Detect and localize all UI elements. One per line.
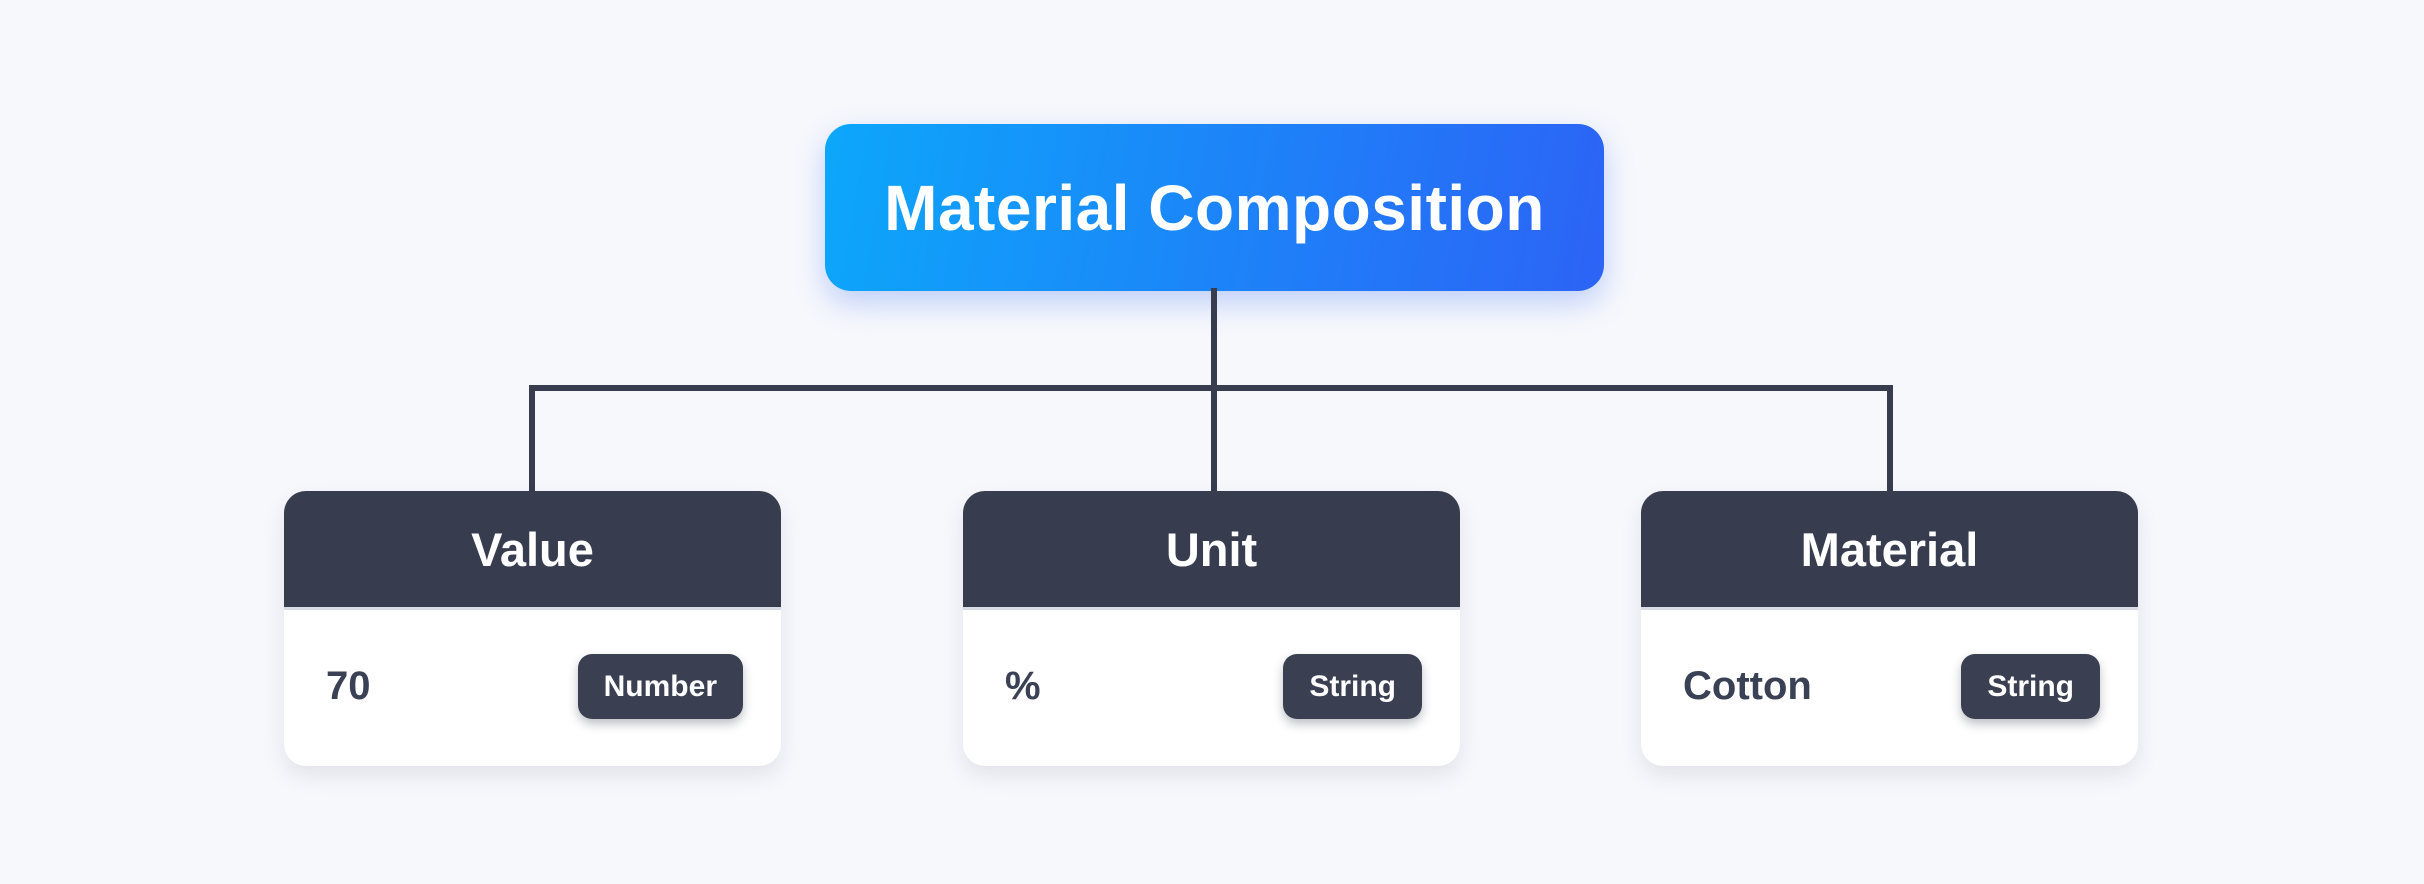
node-card-body: 70 Number — [284, 610, 781, 763]
connector-drop-value — [529, 385, 535, 494]
node-card-body: % String — [963, 610, 1460, 763]
type-badge: String — [1961, 654, 2100, 719]
node-value: Cotton — [1683, 664, 1812, 708]
connector-drop-unit — [1211, 385, 1217, 494]
node-card-value[interactable]: Value 70 Number — [284, 491, 781, 766]
connector-root-stem — [1211, 288, 1217, 388]
node-card-unit[interactable]: Unit % String — [963, 491, 1460, 766]
node-title: Material — [1800, 522, 1979, 576]
node-card-material[interactable]: Material Cotton String — [1641, 491, 2138, 766]
root-node-label: Material Composition — [884, 171, 1545, 244]
type-badge: Number — [577, 654, 743, 719]
node-value: % — [1005, 664, 1041, 708]
node-value: 70 — [326, 664, 371, 708]
node-card-header: Material — [1641, 491, 2138, 610]
node-card-header: Value — [284, 491, 781, 610]
root-node-material-composition[interactable]: Material Composition — [825, 124, 1604, 291]
node-card-body: Cotton String — [1641, 610, 2138, 763]
node-title: Value — [471, 522, 594, 576]
type-badge: String — [1283, 654, 1422, 719]
node-card-header: Unit — [963, 491, 1460, 610]
node-title: Unit — [1165, 522, 1258, 576]
connector-drop-material — [1887, 385, 1893, 494]
